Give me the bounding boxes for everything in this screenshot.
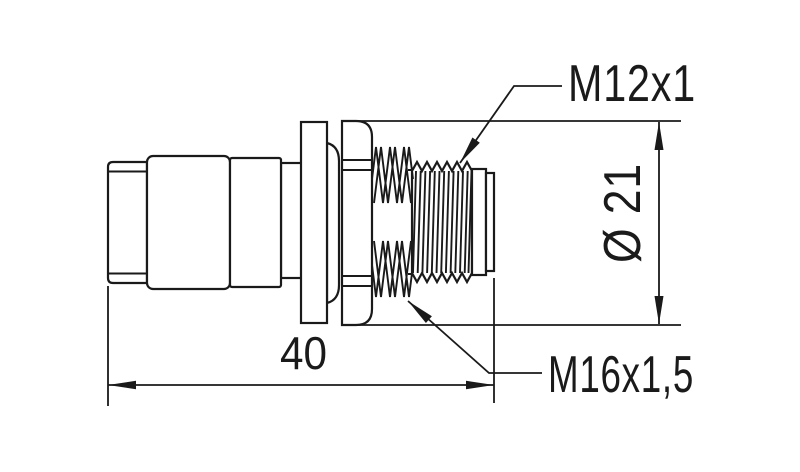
mating-end-cap [106, 160, 149, 285]
diameter-dimension-text: Ø 21 [594, 163, 652, 263]
mating-end-cap-step-lines [108, 170, 147, 275]
length-dimension: 40 [107, 278, 495, 406]
length-dimension-text: 40 [280, 327, 327, 379]
arrowhead-left [108, 380, 136, 390]
m12-thread-lines [412, 170, 473, 274]
arrowhead-up [654, 122, 664, 150]
mounting-flange [299, 120, 329, 325]
diameter-dimension: Ø 21 [342, 120, 681, 326]
body-section [228, 156, 283, 289]
connector-side-view [106, 119, 496, 327]
m16-thread-label: M16x1,5 [548, 346, 694, 404]
m12-thread-label: M12x1 [568, 55, 696, 113]
hex-nut [340, 119, 374, 327]
m16-thread-bottom-zigzag [368, 240, 412, 298]
m16-thread-top-zigzag [368, 146, 412, 204]
arrowhead-right [466, 380, 494, 390]
m12-leader-arrowhead [460, 137, 480, 163]
gasket-disc [325, 141, 341, 305]
m16-leader-line [407, 300, 542, 374]
m16-thread-callout: M16x1,5 [407, 300, 694, 404]
stud-tip-chamfer [484, 171, 496, 273]
arrowhead-down [654, 296, 664, 324]
body-cylinder [145, 154, 232, 291]
dimensions: Ø 21 40 M12x1 M16x1,5 [107, 55, 696, 406]
m16-leader-arrowhead [408, 301, 432, 323]
m12-leader-line [459, 85, 562, 164]
m16-thread-bottom-zigzag-inner [373, 240, 414, 298]
m16-thread-top-zigzag-inner [373, 146, 414, 204]
stud-tip [470, 167, 488, 277]
m12-thread-callout: M12x1 [459, 55, 696, 164]
hex-nut-facet-lines [342, 159, 372, 287]
